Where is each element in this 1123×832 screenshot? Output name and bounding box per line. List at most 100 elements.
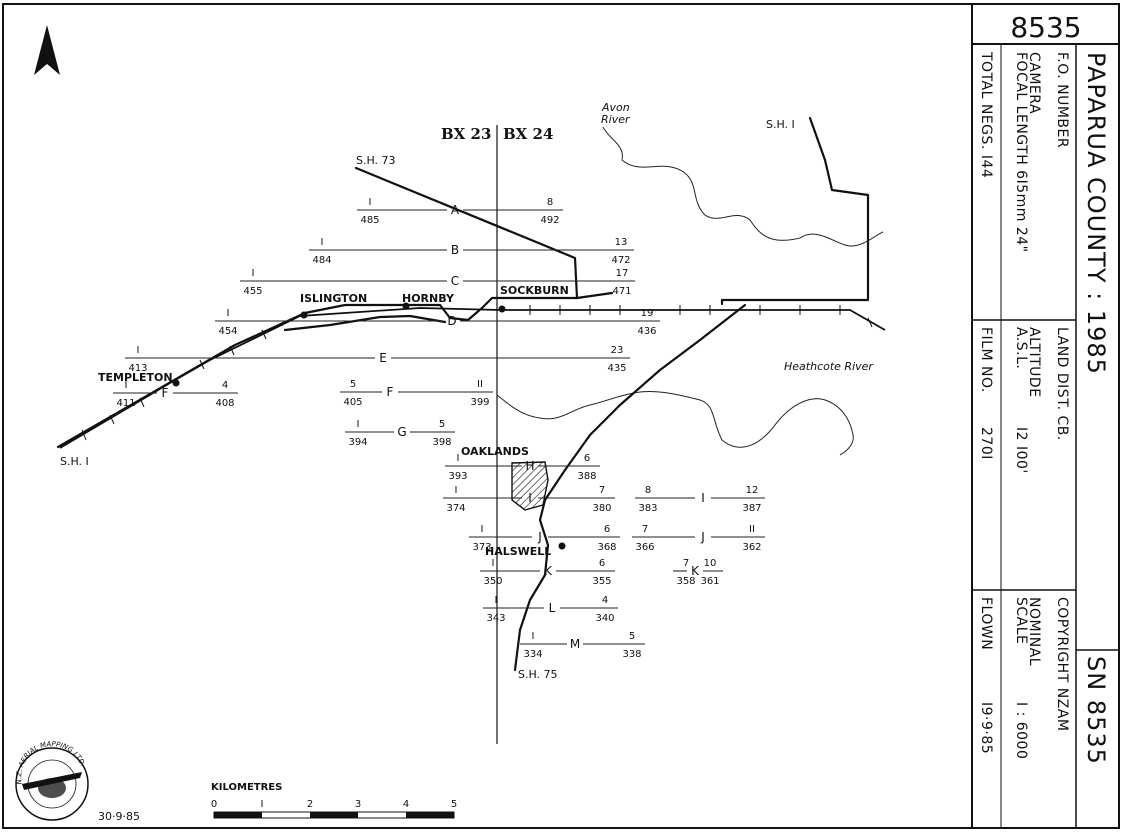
total-negs: TOTAL NEGS. I44 [978, 51, 994, 178]
run-start-frame-g: 394 [348, 437, 367, 448]
altitude-value: I2 I00' [1013, 427, 1029, 474]
run-letter-j2: J [700, 530, 705, 544]
scale-bar-title: KILOMETRES [211, 782, 282, 793]
run-end-number-k1: 6 [599, 558, 605, 569]
scale-tick-label: 0 [211, 799, 217, 810]
run-start-number-m: I [532, 631, 535, 642]
place-halswell: HALSWELL [485, 545, 551, 558]
run-letter-e: E [379, 351, 387, 365]
run-end-number-e: 23 [611, 345, 624, 356]
run-letter-m: M [570, 637, 580, 651]
run-end-frame-j1: 368 [597, 542, 616, 553]
flown-value: I9·9·85 [978, 702, 994, 754]
map-title: PAPARUA COUNTY : 1985 [1082, 52, 1110, 375]
run-end-frame-g: 398 [432, 437, 451, 448]
run-end-frame-m: 338 [622, 649, 641, 660]
run-end-frame-f2: 399 [470, 397, 489, 408]
block-label-right: BX 24 [503, 125, 553, 143]
sockburn-dot [498, 305, 506, 313]
run-start-number-k2: 7 [683, 558, 689, 569]
run-end-number-d: 19 [641, 308, 654, 319]
run-end-frame-k1: 355 [592, 576, 611, 587]
copyright: COPYRIGHT NZAM [1054, 597, 1070, 731]
focal-length: FOCAL LENGTH 6I5mm 24" [1013, 52, 1029, 253]
railway-ticks [81, 305, 873, 441]
scale-tick-label: 4 [403, 799, 409, 810]
altitude-label: ALTITUDE [1026, 327, 1042, 398]
run-start-number-j1: I [481, 524, 484, 535]
run-end-frame-i2: 387 [742, 503, 761, 514]
camera-label: CAMERA [1026, 52, 1042, 114]
run-end-frame-k2: 361 [700, 576, 719, 587]
date-bottom: 30·9·85 [98, 810, 140, 823]
run-start-number-c: I [252, 268, 255, 279]
place-oaklands: OAKLANDS [461, 445, 529, 458]
run-end-number-j2: II [749, 524, 755, 535]
run-letter-k2: K [691, 564, 700, 578]
flown-label: FLOWN [978, 597, 994, 650]
run-letter-f1: F [162, 386, 169, 400]
run-end-frame-a: 492 [540, 215, 559, 226]
run-letter-a: A [451, 203, 460, 217]
run-start-number-l: I [495, 595, 498, 606]
road-label-sh1-north: S.H. I [766, 118, 795, 131]
run-end-frame-b: 472 [611, 255, 630, 266]
run-end-number-j1: 6 [604, 524, 610, 535]
run-start-frame-d: 454 [218, 326, 237, 337]
run-start-frame-h: 393 [448, 471, 467, 482]
river-label-avon-2: River [601, 113, 631, 126]
templeton-dot [172, 379, 180, 387]
nz-aerial-mapping-logo: N.Z. AERIAL MAPPING LTD. [15, 740, 89, 821]
run-end-frame-d: 436 [637, 326, 656, 337]
heathcote-river [496, 391, 854, 456]
run-start-frame-j1: 373 [472, 542, 491, 553]
run-end-number-f1: 4 [222, 380, 228, 391]
scale-label: SCALE [1013, 597, 1029, 644]
run-start-number-a: I [369, 197, 372, 208]
river-label-avon-1: Avon [601, 101, 630, 114]
run-letter-k1: K [544, 564, 553, 578]
film-no-value: 270I [978, 427, 994, 460]
run-letter-j1: J [537, 530, 542, 544]
scale-tick-label: 3 [355, 799, 361, 810]
scale-tick-label: 2 [307, 799, 313, 810]
run-start-frame-l: 343 [486, 613, 505, 624]
run-start-frame-c: 455 [243, 286, 262, 297]
run-start-number-g: I [357, 419, 360, 430]
run-end-frame-f1: 408 [215, 398, 234, 409]
place-templeton: TEMPLETON [98, 371, 173, 384]
road-sh1-south [56, 291, 614, 449]
run-letter-d: D [447, 314, 456, 328]
road-label-sh75: S.H. 75 [518, 668, 558, 681]
run-start-frame-m: 334 [523, 649, 542, 660]
run-start-frame-i2: 383 [638, 503, 657, 514]
run-letter-f2: F [387, 385, 394, 399]
run-start-number-f2: 5 [350, 379, 356, 390]
run-start-number-j2: 7 [642, 524, 648, 535]
run-end-number-h: 6 [584, 453, 590, 464]
run-start-number-b: I [321, 237, 324, 248]
run-start-frame-k2: 358 [676, 576, 695, 587]
run-end-frame-c: 471 [612, 286, 631, 297]
halswell-dot [558, 542, 566, 550]
run-end-number-c: 17 [616, 268, 629, 279]
run-end-number-b: 13 [615, 237, 628, 248]
run-start-number-d: I [227, 308, 230, 319]
run-end-number-g: 5 [439, 419, 445, 430]
railway [59, 307, 886, 449]
sortie-number: SN 8535 [1082, 656, 1110, 765]
block-label-left: BX 23 [441, 125, 491, 143]
scale-value: I : 6000 [1013, 702, 1029, 759]
run-end-number-a: 8 [547, 197, 553, 208]
run-start-number-i2: 8 [645, 485, 651, 496]
place-sockburn: SOCKBURN [500, 284, 569, 297]
river-label-heathcote: Heathcote River [784, 360, 874, 373]
road-islington-loop [283, 314, 447, 332]
road-sh75 [513, 303, 747, 672]
place-islington: ISLINGTON [300, 292, 367, 305]
run-letter-c: C [451, 274, 459, 288]
run-end-number-f2: II [477, 379, 483, 390]
road-sh1-north [720, 116, 870, 306]
